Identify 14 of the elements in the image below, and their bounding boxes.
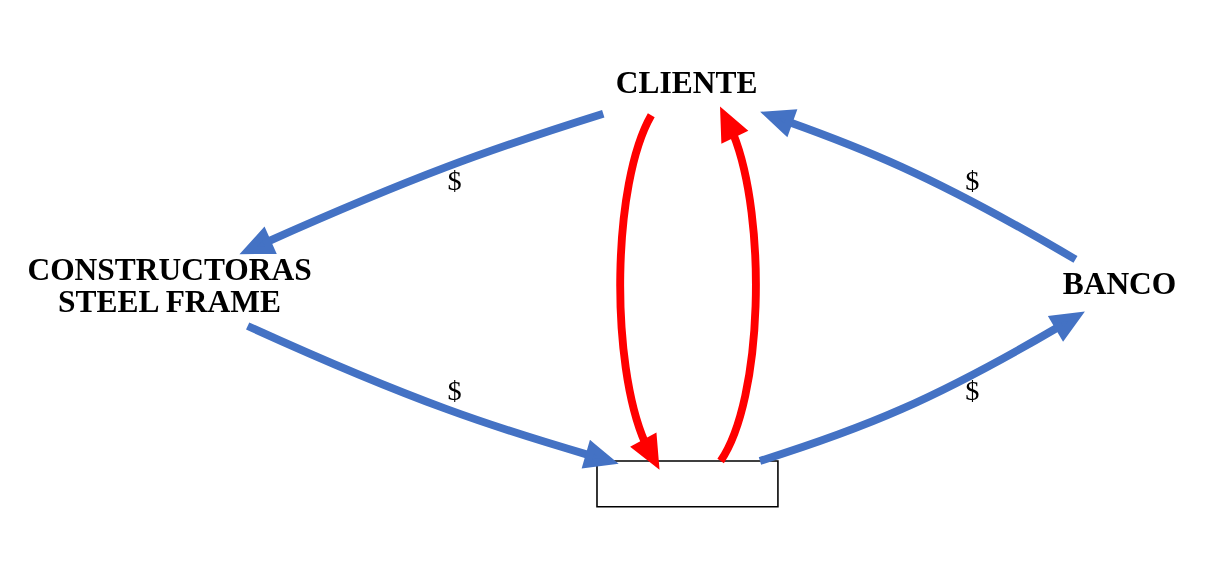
arrow: [717, 105, 760, 463]
arrow: [616, 113, 660, 470]
node-text: CONSTRUCTORAS STEEL FRAME: [27, 251, 312, 319]
arrow: [239, 109, 605, 254]
edge-label: $: [965, 164, 980, 196]
node-text: CLIENTE: [615, 64, 758, 100]
edge-label: $: [965, 374, 980, 406]
edge-label: $: [447, 374, 462, 406]
arrow: [760, 108, 1078, 263]
arrow: [246, 321, 619, 469]
edge-label: $: [447, 164, 462, 196]
node-box: [596, 459, 779, 507]
arrow: [758, 310, 1085, 465]
node-text: BANCO: [1062, 265, 1177, 301]
